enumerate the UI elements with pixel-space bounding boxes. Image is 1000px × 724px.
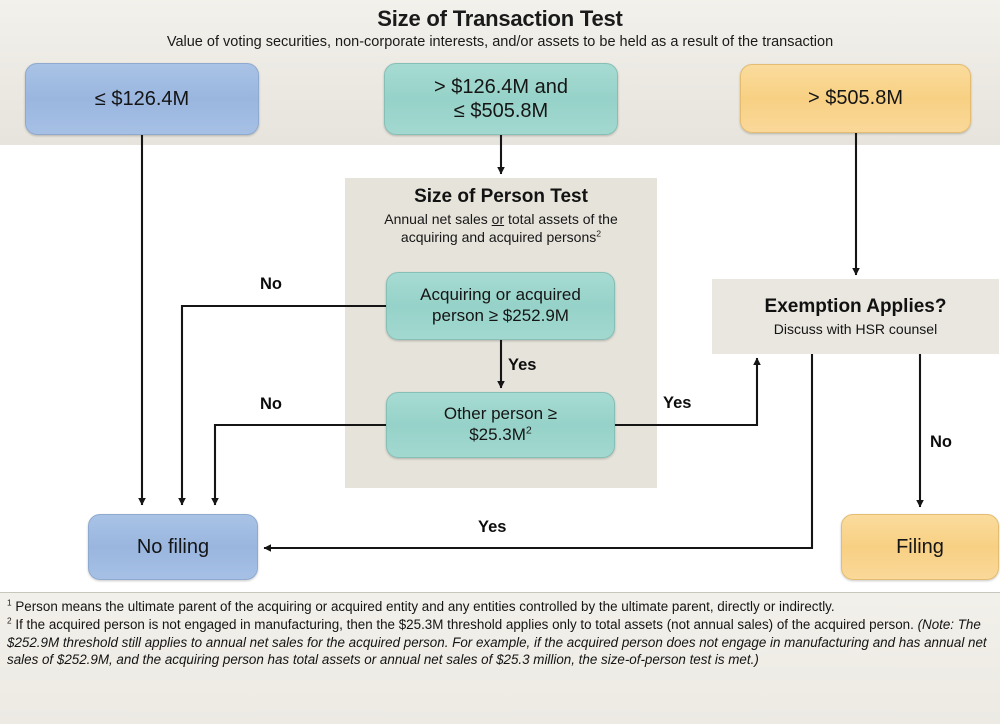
footnote-2: 2 If the acquired person is not engaged … [7, 615, 987, 668]
exemption-title: Exemption Applies? [764, 296, 947, 318]
node-no-filing-label: No filing [136, 535, 210, 558]
edge-label-acquiring-no: No [260, 275, 282, 293]
size-of-person-subtitle: Annual net sales or total assets of the … [384, 211, 618, 245]
node-between-label: > $126.4M and ≤ $505.8M [434, 75, 568, 122]
edge-label-other-no: No [260, 395, 282, 413]
edge-label-exemption-yes: Yes [478, 518, 507, 536]
size-of-person-title: Size of Person Test [414, 186, 588, 207]
node-lte-126m[interactable]: ≤ $126.4M [25, 63, 259, 135]
footnote-1: 1 Person means the ultimate parent of th… [7, 597, 835, 614]
edge-label-acquiring-yes: Yes [508, 356, 537, 374]
node-other-person-label: Other person ≥ $25.3M2 [443, 404, 558, 444]
node-between-126m-505m[interactable]: > $126.4M and ≤ $505.8M [384, 63, 618, 135]
page-title: Size of Transaction Test [377, 6, 623, 31]
node-filing-label: Filing [896, 535, 944, 558]
node-acquiring-or-acquired-person[interactable]: Acquiring or acquired person ≥ $252.9M [386, 272, 615, 340]
node-lte-126m-label: ≤ $126.4M [94, 87, 190, 110]
edge-label-other-yes: Yes [663, 394, 692, 412]
node-filing[interactable]: Filing [841, 514, 999, 580]
footnote-band [0, 592, 1000, 724]
node-exemption-applies[interactable]: Exemption Applies? Discuss with HSR coun… [712, 279, 999, 354]
footnotes: 1 Person means the ultimate parent of th… [7, 598, 991, 670]
node-gt-505m-label: > $505.8M [807, 87, 904, 110]
node-gt-505m[interactable]: > $505.8M [740, 64, 971, 133]
node-acquiring-label: Acquiring or acquired person ≥ $252.9M [420, 285, 581, 325]
node-no-filing[interactable]: No filing [88, 514, 258, 580]
edge-label-exemption-no: No [930, 433, 952, 451]
exemption-subtitle: Discuss with HSR counsel [773, 320, 938, 337]
node-other-person[interactable]: Other person ≥ $25.3M2 [386, 392, 615, 458]
page-subtitle: Value of voting securities, non-corporat… [166, 34, 834, 50]
size-of-person-header: Size of Person Test Annual net sales or … [345, 186, 657, 246]
